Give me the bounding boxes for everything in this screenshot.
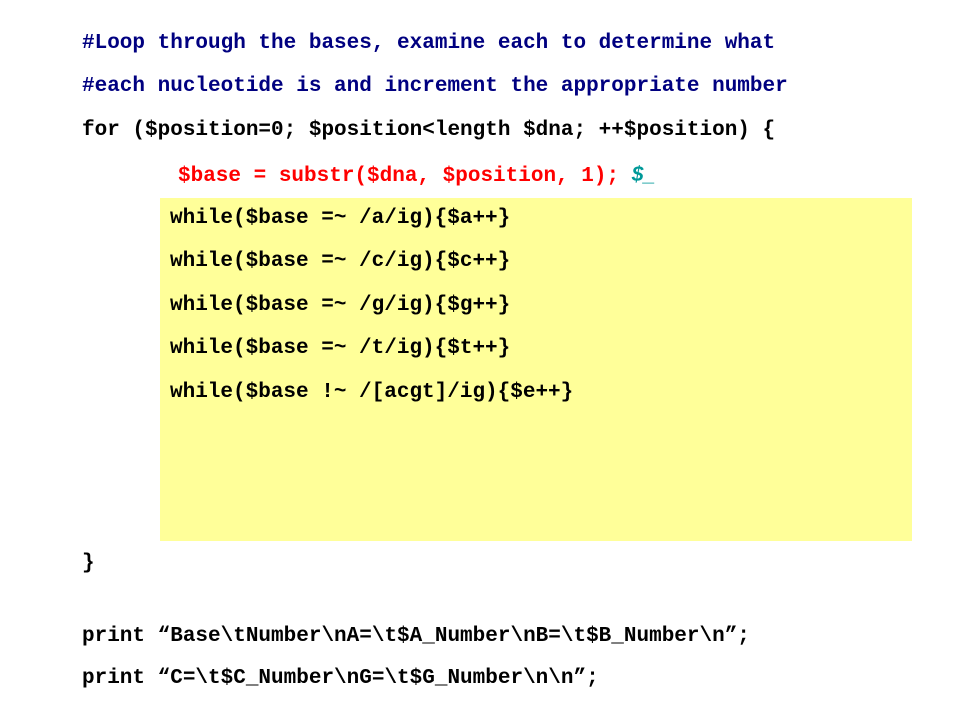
- for-loop-close: }: [82, 552, 95, 575]
- comment-line-1: #Loop through the bases, examine each to…: [82, 32, 776, 55]
- comment-line-2: #each nucleotide is and increment the ap…: [82, 75, 788, 98]
- for-loop-header: for ($position=0; $position<length $dna;…: [82, 119, 776, 142]
- while-line-e: while($base !~ /[acgt]/ig){$e++}: [170, 381, 574, 404]
- while-line-t: while($base =~ /t/ig){$t++}: [170, 337, 511, 360]
- while-line-c: while($base =~ /c/ig){$c++}: [170, 250, 511, 273]
- while-line-a: while($base =~ /a/ig){$a++}: [170, 207, 511, 230]
- highlight-box: [160, 198, 912, 541]
- print-line-1: print “Base\tNumber\nA=\t$A_Number\nB=\t…: [82, 625, 750, 648]
- print-line-2: print “C=\t$C_Number\nG=\t$G_Number\n\n”…: [82, 667, 599, 690]
- while-line-g: while($base =~ /g/ig){$g++}: [170, 294, 511, 317]
- default-variable-annotation: $_: [631, 163, 656, 186]
- substr-line: $base = substr($dna, $position, 1); $_: [178, 162, 655, 190]
- substr-code: $base = substr($dna, $position, 1);: [178, 165, 620, 188]
